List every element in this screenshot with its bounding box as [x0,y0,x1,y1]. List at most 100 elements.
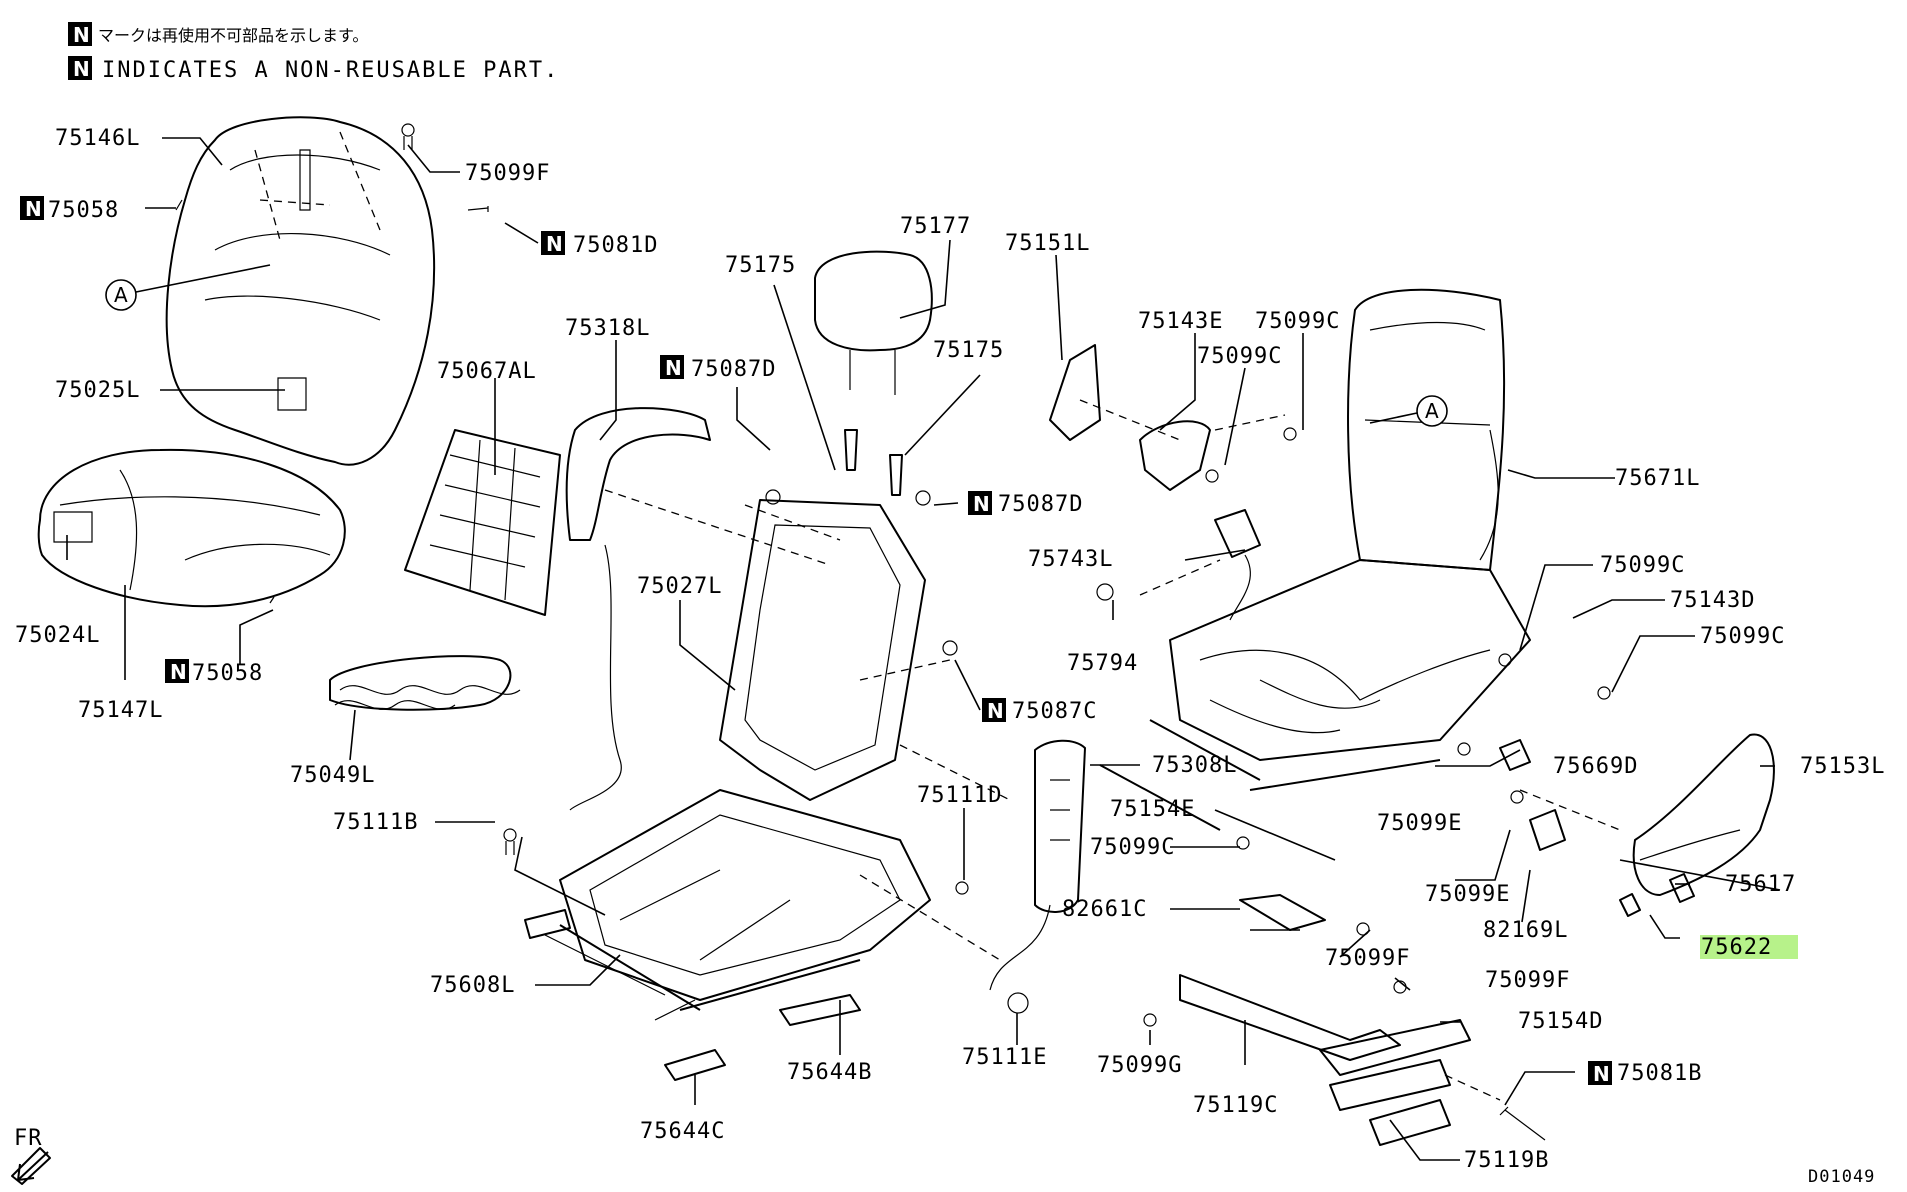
part-label-75025L: 75025L [55,378,140,403]
part-label-75644C: 75644C [640,1119,725,1144]
ref-marker-a-left: A [105,264,271,311]
part-label-75175: 75175 [933,338,1004,363]
part-label-75087D: 75087D [691,357,776,382]
non-reusable-mark-icon [660,355,684,379]
svg-text:N: N [973,492,990,516]
alignment-lines [604,399,1621,1101]
part-label-75049L: 75049L [290,763,375,788]
part-label-75024L: 75024L [15,623,100,648]
non-reusable-mark-icon [982,698,1006,722]
non-reusable-mark-icon [968,491,992,515]
part-label-75617: 75617 [1725,872,1796,897]
part-label-75111E: 75111E [962,1045,1047,1070]
seat-frame-drawing [544,499,931,1021]
part-label-75087C: 75087C [1012,699,1097,724]
highlighted-part-background [1700,935,1798,959]
part-label-75669D: 75669D [1553,754,1638,779]
front-label: FR [14,1126,43,1151]
part-label-82169L: 82169L [1483,918,1568,943]
part-label-75119C: 75119C [1193,1093,1278,1118]
part-label-75151L: 75151L [1005,231,1090,256]
part-label-75622: 75622 [1701,935,1772,960]
part-label-75067AL: 75067AL [437,359,537,384]
part-label-75099F: 75099F [1325,946,1410,971]
part-label-75099F: 75099F [1485,968,1570,993]
part-label-75099C: 75099C [1197,344,1282,369]
part-label-75099C: 75099C [1600,553,1685,578]
svg-text:N: N [665,356,682,380]
non-reusable-mark-icon [68,22,92,46]
part-label-75099F: 75099F [465,161,550,186]
legend-english-text: INDICATES A NON-REUSABLE PART. [102,58,559,83]
part-label-75644B: 75644B [787,1060,872,1085]
side-airbag-drawing [989,739,1086,1014]
part-label-82661C: 82661C [1062,897,1147,922]
part-label-75743L: 75743L [1028,547,1113,572]
seat-rail-drawing [1179,894,1546,1146]
front-direction-indicator: FR [11,1126,51,1185]
part-label-75147L: 75147L [78,698,163,723]
svg-text:N: N [987,699,1004,723]
front-arrow-icon [11,1147,51,1185]
n-mark-text: N [73,57,90,81]
headrest-drawing [814,250,933,496]
power-seat-switch-drawing [1499,739,1566,851]
seat-back-cover-drawing [165,116,436,466]
part-label-75111B: 75111B [333,810,418,835]
n-mark-text: N [73,23,90,47]
legend-japanese-text: マークは再使用不可部品を示します。 [98,26,368,45]
back-bolster-pad-drawing [565,407,711,811]
part-label-75154D: 75154D [1518,1009,1603,1034]
part-label-75111D: 75111D [917,783,1002,808]
part-label-75099G: 75099G [1097,1053,1182,1078]
part-label-75099C: 75099C [1090,835,1175,860]
non-reusable-mark-icon [165,659,189,683]
part-label-75058: 75058 [192,661,263,686]
cushion-spring-drawing [329,655,521,711]
non-reusable-markers: N N N N N N N [20,196,1612,1086]
part-label-75099C: 75099C [1255,309,1340,334]
part-label-75177: 75177 [900,214,971,239]
part-label-75081B: 75081B [1617,1061,1702,1086]
part-labels: 75146L 75099F 75058 75081D 75025L 75024L… [15,126,1885,1173]
non-reusable-mark-icon [1588,1061,1612,1085]
svg-text:A: A [114,283,128,307]
seat-belt-buckle-drawing [1214,509,1261,621]
part-label-75143D: 75143D [1670,588,1755,613]
part-label-75318L: 75318L [565,316,650,341]
part-label-75143E: 75143E [1138,309,1223,334]
side-cover-drawing [1619,733,1775,917]
part-label-75099C: 75099C [1700,624,1785,649]
part-label-75175: 75175 [725,253,796,278]
leader-lines [66,137,1781,1161]
non-reusable-mark-icon [68,56,92,80]
harness-frame-drawing [1099,288,1531,831]
part-label-75099E: 75099E [1377,811,1462,836]
part-label-75146L: 75146L [55,126,140,151]
legend-note: N マークは再使用不可部品を示します。 N INDICATES A NON-RE… [68,22,559,83]
part-label-75087D: 75087D [998,492,1083,517]
svg-text:N: N [546,232,563,256]
part-label-75154E: 75154E [1110,797,1195,822]
ref-marker-a-right: A [1369,395,1448,427]
part-label-75308L: 75308L [1152,753,1237,778]
part-label-75081D: 75081D [573,233,658,258]
part-label-75099E: 75099E [1425,882,1510,907]
hinge-cover-drawing [1049,344,1211,491]
diagram-id: D01049 [1808,1167,1875,1187]
non-reusable-mark-icon [541,231,565,255]
part-label-75671L: 75671L [1615,466,1700,491]
part-label-75058: 75058 [48,198,119,223]
seat-cushion-cover-drawing [37,448,346,608]
bolts-drawing [175,123,1611,1027]
svg-text:N: N [1593,1062,1610,1086]
part-label-75153L: 75153L [1800,754,1885,779]
rail-covers-drawing [524,909,861,1081]
part-label-75119B: 75119B [1464,1148,1549,1173]
svg-text:N: N [25,197,42,221]
part-label-75027L: 75027L [637,574,722,599]
svg-text:A: A [1425,399,1439,423]
spring-mat-drawing [404,429,561,616]
